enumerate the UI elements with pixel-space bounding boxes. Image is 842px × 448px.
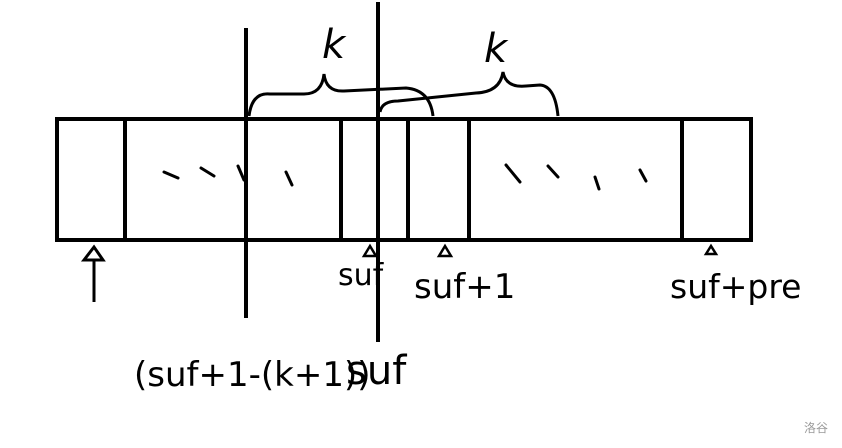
pointer-arrow-suf-plus1 — [436, 243, 454, 258]
suf-plus1-label: suf+1 — [414, 267, 515, 307]
watermark: 洛谷 — [803, 421, 828, 435]
brace-left — [247, 73, 435, 117]
suf-bottom-label: suf — [346, 348, 407, 394]
suf-plus-pre-label: suf+pre — [670, 267, 801, 306]
left-expression-label: (suf+1-(k+1)) — [134, 355, 371, 395]
brace-right — [378, 71, 560, 117]
ellipsis-right — [504, 163, 648, 191]
suf-label: suf — [338, 258, 385, 293]
pointer-arrow-start — [80, 244, 106, 302]
pointer-arrow-suf — [361, 243, 379, 258]
pointer-arrow-suf-plus-pre — [703, 243, 719, 256]
k-label-left: k — [322, 22, 347, 68]
ellipsis-left — [162, 164, 294, 187]
k-label-right: k — [484, 26, 509, 72]
array-box — [55, 117, 753, 242]
